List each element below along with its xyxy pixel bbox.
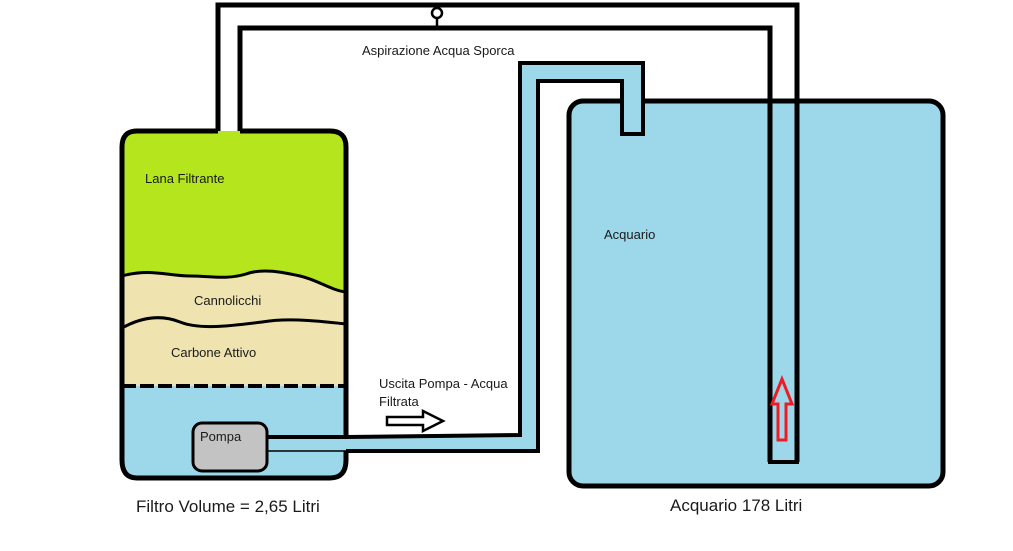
filter-canister	[119, 128, 349, 481]
suction-pipe-outer	[215, 2, 800, 462]
filter-outline	[119, 128, 349, 481]
aquarium-outline	[566, 98, 946, 489]
aquarium-caption: Acquario 178 Litri	[670, 496, 802, 515]
suction-pipe	[215, 2, 800, 464]
media-layer	[122, 272, 346, 386]
filter-caption: Filtro Volume = 2,65 Litri	[136, 497, 320, 516]
filter-wool-label: Lana Filtrante	[145, 171, 225, 186]
wool-media-separator	[121, 269, 347, 294]
aquarium-water	[569, 101, 943, 486]
suction-pipe-inner	[237, 25, 773, 462]
ceramic-rings-label: Cannolicchi	[194, 293, 261, 308]
pump-body	[191, 421, 269, 473]
pump-label: Pompa	[200, 429, 242, 444]
activated-carbon-label: Carbone Attivo	[171, 345, 256, 360]
return-pipe-outer-wall	[268, 61, 645, 453]
aquarium-tank	[566, 98, 946, 489]
valve-icon	[430, 6, 444, 28]
filter-wool-layer	[122, 131, 346, 292]
rings-carbon-separator	[121, 316, 347, 330]
pump: Pompa	[191, 421, 269, 473]
aquarium-label: Acquario	[604, 227, 655, 242]
return-pipe	[268, 61, 645, 453]
suction-label: Aspirazione Acqua Sporca	[362, 43, 515, 58]
flow-right-arrow-icon	[385, 408, 446, 434]
pump-outlet-label-line1: Uscita Pompa - Acqua	[379, 376, 508, 391]
flow-up-arrow-icon	[769, 374, 795, 442]
pump-outlet-label-line2: Filtrata	[379, 394, 420, 409]
